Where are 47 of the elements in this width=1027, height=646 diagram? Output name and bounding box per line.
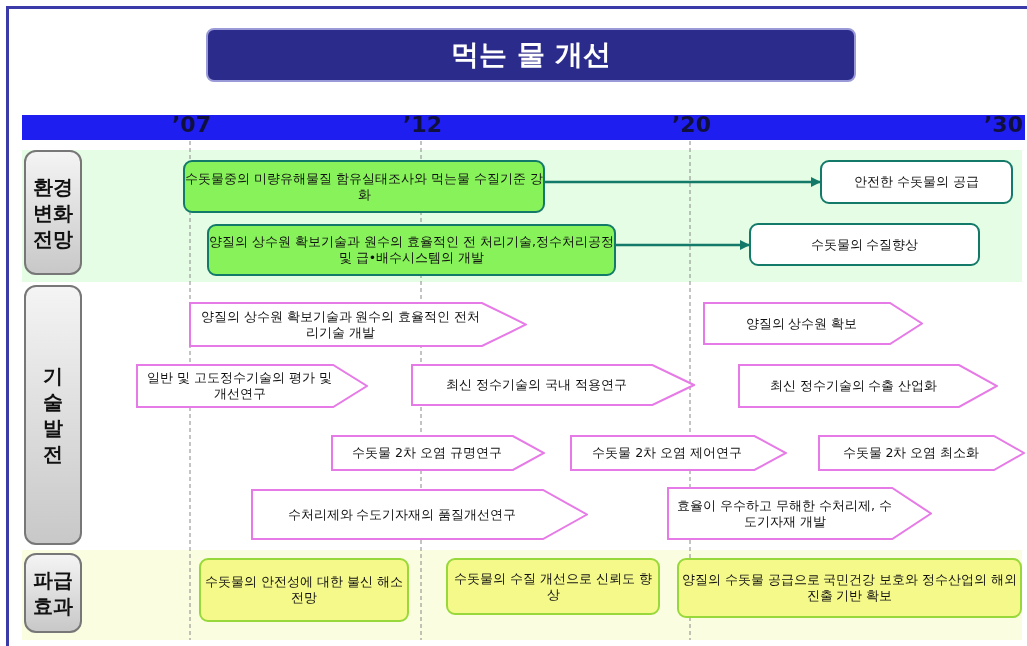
process-box: [183, 160, 545, 213]
box-text: 양질의 상수원 확보기술과 원수의 효율적인 전처리기술 개발: [199, 308, 482, 341]
year-label: ’07: [172, 112, 211, 137]
arrow: [545, 177, 821, 187]
row-header: [24, 285, 82, 545]
box-text: 수돗물 2차 오염 제어연구: [592, 445, 743, 461]
arrow-shape: [189, 302, 527, 347]
arrow-shape: [251, 489, 588, 540]
box-text: 수돗물의 수질향상: [810, 236, 919, 253]
outcome-box: [749, 223, 980, 266]
box-text: 최신 정수기술의 국내 적용연구: [446, 377, 628, 393]
box-text: 수돗물 2차 오염 최소화: [842, 445, 980, 461]
row-title: 파급 효과: [32, 567, 74, 619]
title-banner: 먹는 물 개선: [206, 28, 856, 82]
year-label: ’20: [672, 112, 711, 137]
row-header: [24, 553, 82, 633]
year-label: ’12: [403, 112, 442, 137]
arrow: [616, 240, 750, 250]
year-label: ’30: [984, 112, 1023, 137]
arrow-shape: [818, 435, 1025, 471]
box-text: 안전한 수돗물의 공급: [854, 174, 979, 190]
box-text: 수돗물 2차 오염 규명연구: [352, 445, 502, 461]
arrow-shape: [738, 364, 998, 408]
effect-box: [677, 558, 1022, 618]
effect-box: [446, 558, 660, 615]
arrow-shape: [570, 435, 787, 471]
arrow-shape: [667, 487, 932, 540]
box-text: 수처리제와 수도기자재의 품질개선연구: [287, 506, 517, 523]
row-header: [24, 150, 82, 275]
row-title: 기 술 발 전: [42, 363, 64, 467]
box-text: 양질의 수돗물 공급으로 국민건강 보호와 정수산업의 해외진출 기반 확보: [680, 572, 1019, 604]
effect-box: [199, 558, 409, 622]
arrow-shape: [411, 364, 695, 406]
arrow-shape: [136, 364, 368, 408]
box-text: 양질의 상수원 확보: [745, 315, 858, 332]
outcome-box: [820, 160, 1013, 204]
arrow-shape: [331, 435, 545, 471]
box-text: 양질의 상수원 확보기술과 원수의 효율적인 전 처리기술,정수처리공정 및 급•배수시스템의 개발: [209, 234, 614, 266]
box-text: 최신 정수기술의 수출 산업화: [769, 378, 938, 394]
box-text: 효율이 우수하고 무해한 수처리제, 수도기자재 개발: [677, 497, 893, 530]
process-box: [207, 224, 616, 276]
row-title: 환경 변화 전망: [32, 173, 74, 252]
arrow-shape: [703, 302, 923, 345]
box-text: 수돗물의 수질 개선으로 신뢰도 향상: [453, 570, 653, 603]
box-text: 수돗물중의 미량유해물질 함유실태조사와 먹는물 수질기준 강화: [185, 170, 543, 203]
box-text: 일반 및 고도정수기술의 평가 및 개선연구: [146, 370, 334, 402]
box-text: 수돗물의 안전성에 대한 불신 해소 전망: [204, 574, 404, 606]
